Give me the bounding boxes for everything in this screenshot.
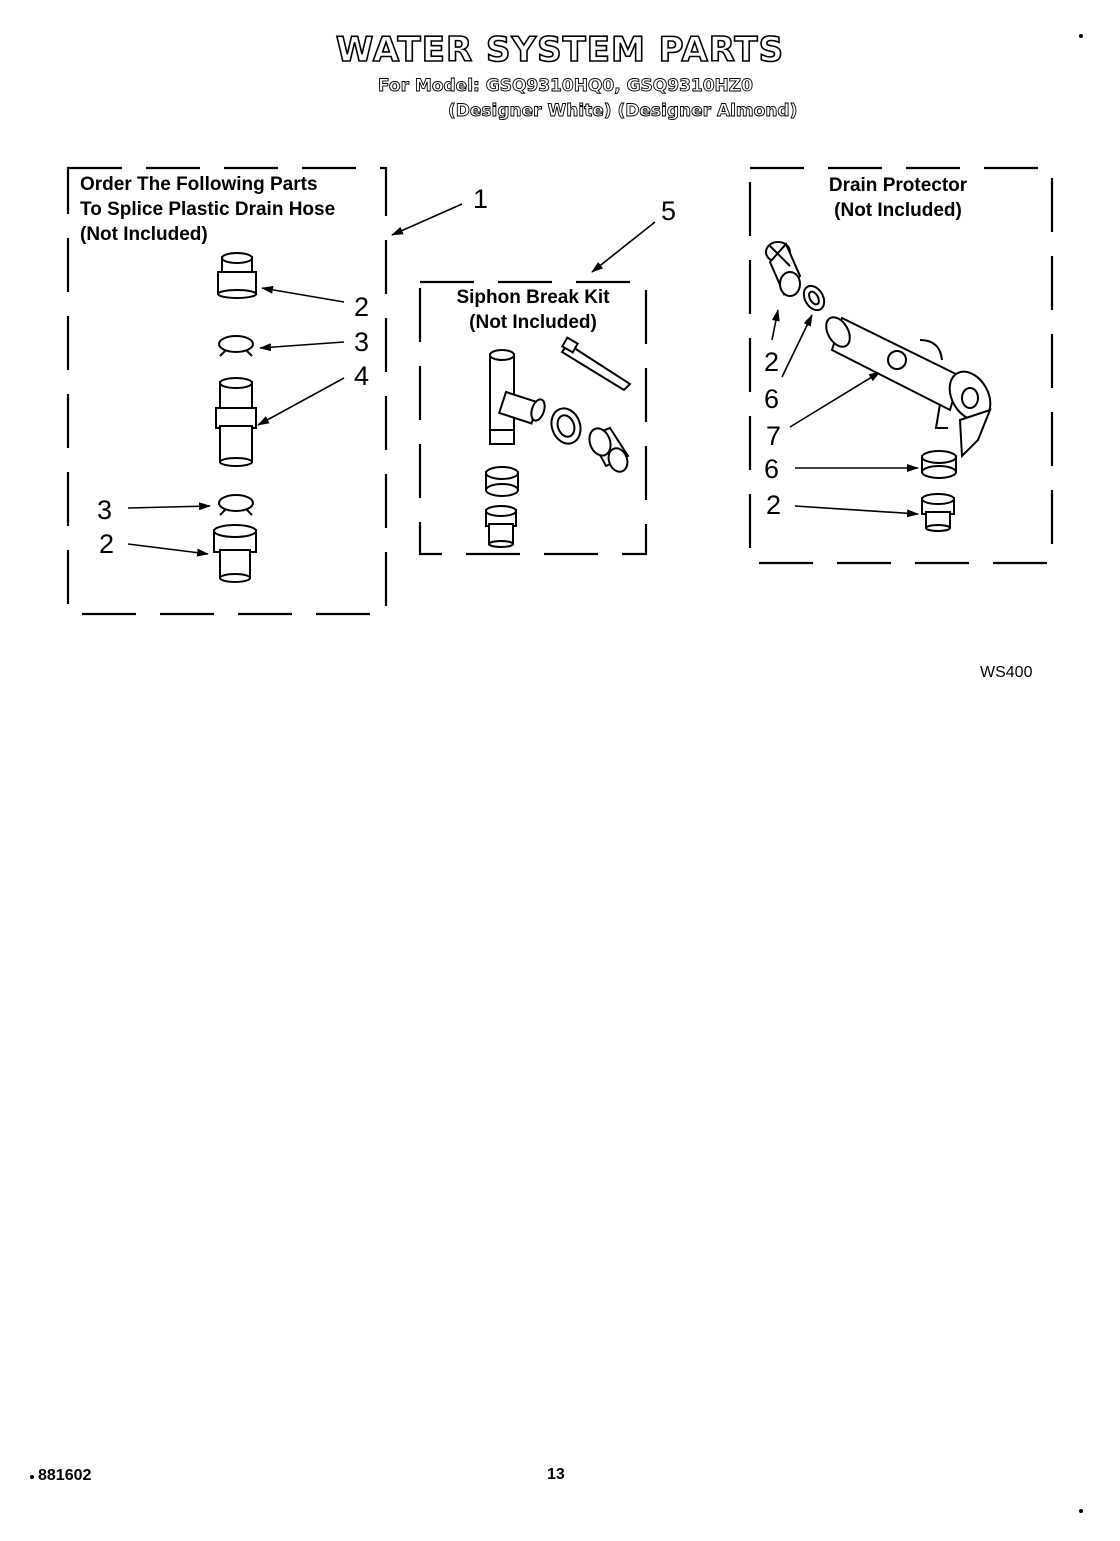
callout-drain-6b: 6 (764, 454, 780, 484)
callout-splice-3b: 3 (97, 495, 113, 525)
clamp-3-bottom (218, 494, 254, 516)
leader-1 (391, 203, 463, 236)
coupling-2-bottom (213, 524, 257, 583)
drain-label-line2: (Not Included) (834, 200, 962, 221)
clamp-3-top (218, 335, 254, 357)
leader-splice-2a (261, 285, 345, 303)
siphon-clamp (550, 407, 582, 445)
siphon-box-label: Siphon Break Kit (Not Included) (420, 285, 646, 335)
siphon-coupling-lower (485, 505, 517, 548)
leader-splice-3b (127, 502, 211, 511)
siphon-tie (560, 336, 632, 392)
connector-4 (215, 377, 257, 467)
callout-splice-2b: 2 (99, 529, 115, 559)
coupling-2-top (217, 252, 257, 299)
scan-speck (1079, 1509, 1083, 1513)
leader-drain-2a (771, 309, 780, 341)
splice-label-line3: (Not Included) (80, 224, 208, 245)
siphon-clamp-lower (485, 466, 519, 497)
siphon-coupling (588, 426, 630, 473)
drain-coupling-bottom (921, 493, 955, 532)
leader-drain-7 (789, 371, 881, 428)
drain-clamp-top (802, 284, 826, 312)
callout-splice-3a: 3 (354, 327, 370, 357)
leader-splice-2b (127, 543, 209, 557)
drain-clamp-bottom (921, 450, 957, 479)
leader-splice-4 (257, 377, 345, 426)
callout-drain-6a: 6 (764, 384, 780, 414)
callout-splice-4: 4 (354, 361, 370, 391)
drain-label-line1: Drain Protector (828, 175, 968, 196)
drain-coupling-top (765, 241, 802, 297)
callout-drain-2a: 2 (764, 347, 780, 377)
siphon-label-line1: Siphon Break Kit (456, 287, 610, 308)
callout-5: 5 (661, 196, 677, 226)
leader-splice-3a (259, 341, 345, 352)
variants-line: (Designer White) (Designer Almond) (448, 101, 798, 122)
splice-box-label: Order The Following Parts To Splice Plas… (80, 172, 335, 247)
callout-splice-2a: 2 (354, 292, 370, 322)
drain-box-border (748, 166, 1054, 565)
splice-label-line2: To Splice Plastic Drain Hose (80, 199, 336, 220)
leader-5 (591, 221, 656, 273)
page-number: 13 (547, 1466, 565, 1483)
callout-1: 1 (473, 184, 489, 214)
page-title: WATER SYSTEM PARTS (335, 29, 785, 71)
model-line: For Model: GSQ9310HQ0, GSQ9310HZ0 (378, 76, 754, 97)
scan-speck (30, 1475, 34, 1479)
figure-code: WS400 (980, 664, 1033, 681)
siphon-tee (489, 349, 546, 445)
callout-drain-2b: 2 (766, 490, 782, 520)
leader-drain-6a (781, 314, 813, 378)
drain-protector-body (825, 316, 992, 459)
siphon-box-border (418, 280, 648, 556)
callout-drain-7: 7 (766, 421, 782, 451)
splice-label-line1: Order The Following Parts (80, 174, 318, 195)
scan-speck (1079, 34, 1083, 38)
leader-drain-2b (794, 505, 919, 518)
siphon-label-line2: (Not Included) (469, 312, 597, 333)
doc-number: 881602 (38, 1467, 92, 1484)
drain-box-label: Drain Protector (Not Included) (750, 173, 1046, 223)
splice-box-border (66, 166, 388, 616)
